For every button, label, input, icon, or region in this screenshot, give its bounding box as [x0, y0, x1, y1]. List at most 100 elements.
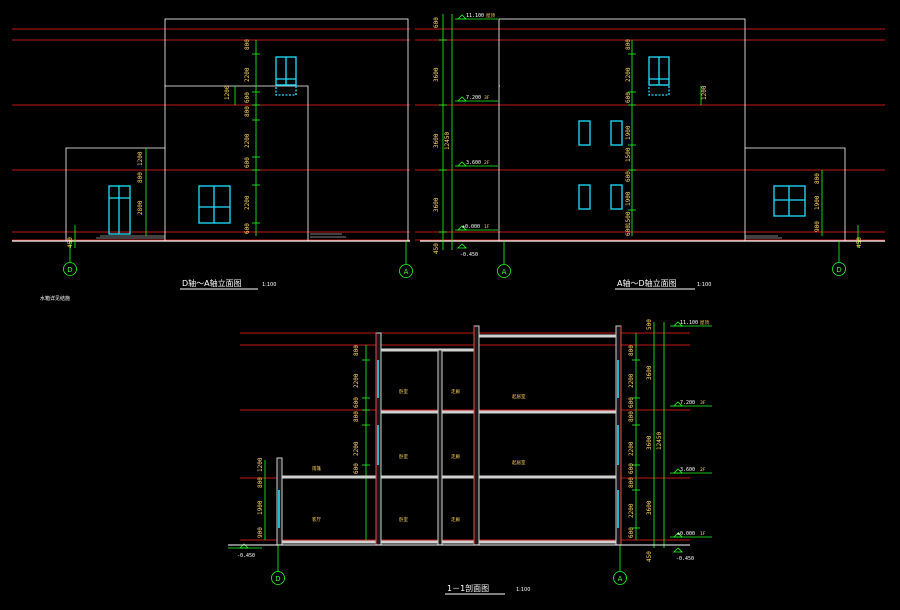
dim-text: 600 [628, 463, 635, 474]
dim-text: 600 [628, 527, 635, 538]
room-label: 起居室 [512, 393, 526, 400]
level-tag: 1F [484, 224, 490, 230]
level-text: ±0.000 [677, 531, 695, 537]
room-label: 客厅 [312, 516, 321, 523]
level-triangle [239, 543, 249, 549]
dim-text: 600 [244, 223, 251, 234]
dim-text: 1200 [257, 457, 264, 472]
section-title: 1－1剖面图 [447, 583, 489, 593]
dim-text: 3600 [646, 435, 653, 450]
dim-text: 600 [244, 157, 251, 168]
level-triangle [457, 161, 467, 167]
dim-text: 1900 [625, 191, 632, 206]
dim-text: 2200 [628, 373, 635, 388]
wall-accents [375, 326, 622, 545]
dim-text: 600 [244, 92, 251, 103]
dim-text: 800 [257, 477, 264, 488]
dim-text: 2200 [244, 133, 251, 148]
dim-text: 800 [625, 39, 632, 50]
level-tag: 1F [700, 531, 706, 537]
level-triangle [673, 401, 683, 407]
dim-text: 800 [244, 106, 251, 117]
dim-text: 1200 [701, 85, 708, 100]
level-triangle [457, 14, 467, 20]
dim-text: 600 [353, 397, 360, 408]
dim-text: 1500 [625, 147, 632, 162]
level-text: 7.200 [680, 400, 695, 406]
axis-label-right-elev-left: A [502, 268, 507, 276]
level-triangle [457, 243, 467, 249]
elevation-left-windows [108, 56, 297, 235]
level-text: -0.450 [237, 553, 255, 559]
level-tag: 3F [700, 400, 706, 406]
level-symbols [239, 14, 683, 553]
level-tag: 3F [484, 95, 490, 101]
dim-text: 600 [433, 17, 440, 28]
dim-text: 800 [628, 477, 635, 488]
axis-bubble [613, 571, 627, 585]
dim-text: 2200 [628, 503, 635, 518]
dim-text: 2200 [353, 441, 360, 456]
dim-text: 3600 [433, 133, 440, 148]
dim-text: 2200 [244, 67, 251, 82]
dim-text: 450 [856, 237, 863, 248]
axis-bubble [271, 571, 285, 585]
dim-text: 3600 [646, 500, 653, 515]
dim-text: 600 [353, 463, 360, 474]
level-text: 11.100 [466, 13, 484, 19]
elevation-left-title: D轴～A轴立面图 [182, 278, 242, 288]
dim-text: 600 [625, 92, 632, 103]
dim-text: 800 [137, 172, 144, 183]
window [578, 120, 591, 146]
axis-label-left-elev-right: A [404, 268, 409, 276]
wall [473, 325, 480, 546]
floor-lines [12, 28, 885, 541]
level-text: 7.200 [466, 95, 481, 101]
dim-text: 500 [646, 319, 653, 330]
axis-bubbles [63, 262, 846, 585]
section-structure [228, 325, 690, 546]
walls [276, 325, 622, 546]
dim-text: 1900 [257, 500, 264, 515]
dim-text: 600 [628, 397, 635, 408]
room-label: 雨篷 [312, 465, 321, 472]
dim-text: 2800 [137, 200, 144, 215]
dim-text: 1200 [137, 151, 144, 166]
dim-text: 1500 [625, 211, 632, 226]
porch-outline [745, 147, 846, 241]
level-triangle [457, 225, 467, 231]
level-tag: 2F [700, 467, 706, 473]
level-tag: 屋顶 [486, 13, 495, 19]
level-text: 3.600 [466, 160, 481, 166]
dim-text: 800 [628, 411, 635, 422]
level-text: 11.100 [680, 320, 698, 326]
window [610, 184, 623, 210]
room-label: 卧室 [399, 516, 408, 523]
dim-text: 450 [67, 237, 74, 248]
room-label: 走廊 [451, 516, 460, 523]
slabs [280, 334, 618, 544]
section-windows [278, 360, 619, 528]
window [578, 184, 591, 210]
dimension-ticks [252, 39, 640, 529]
level-triangle [673, 532, 683, 538]
level-text: -0.450 [460, 252, 478, 258]
elevation-right-windows [578, 56, 806, 217]
elevation-left-scale: 1:100 [262, 282, 276, 288]
dim-text: 2200 [244, 195, 251, 210]
elev-right-dims: 800 2200 600 1900 1500 600 1900 1500 600… [625, 39, 863, 248]
dim-text: 1200 [224, 85, 231, 100]
axis-bubble [63, 262, 77, 276]
dim-text: 2200 [625, 67, 632, 82]
dim-text: 600 [625, 171, 632, 182]
room-label: 走廊 [451, 453, 460, 460]
elevation-left [12, 18, 410, 242]
dim-text: 2200 [353, 373, 360, 388]
upper-step-outline [165, 85, 309, 241]
dim-text: 1900 [814, 195, 821, 210]
dim-text: 900 [257, 527, 264, 538]
window-sill-dashed [275, 84, 297, 96]
level-triangle [673, 468, 683, 474]
level-triangle [673, 321, 683, 327]
room-label: 卧室 [399, 453, 408, 460]
